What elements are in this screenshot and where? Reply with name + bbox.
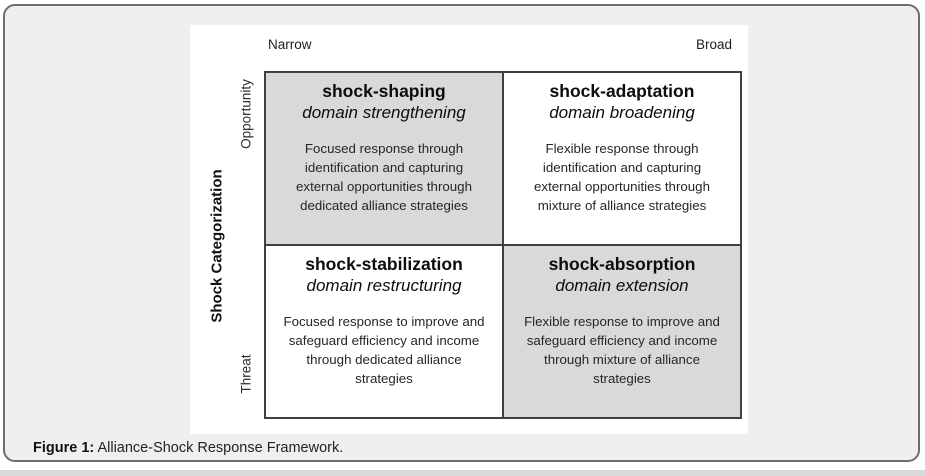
quadrant-subtitle: domain broadening [549,102,695,122]
quadrant-top-right: shock-adaptation domain broadening Flexi… [504,73,740,244]
framework-matrix: shock-shaping domain strengthening Focus… [264,71,742,419]
quadrant-top-left: shock-shaping domain strengthening Focus… [266,73,502,244]
x-axis-label-narrow: Narrow [268,37,312,52]
y-axis-label-threat: Threat [238,354,254,394]
page-bottom-divider [0,470,925,476]
figure-caption-text: Alliance-Shock Response Framework. [94,440,344,456]
quadrant-body: Focused response to improve and safeguar… [283,314,485,386]
quadrant-title: shock-stabilization [305,254,463,274]
quadrant-subtitle: domain restructuring [306,275,462,295]
y-axis-title: Shock Categorization [208,169,226,323]
quadrant-body: Flexible response to improve and safegua… [524,314,720,386]
figure-card: Narrow Broad Shock Categorization Opport… [3,4,920,462]
x-axis-label-broad: Broad [695,37,732,52]
quadrant-title: shock-absorption [548,254,696,274]
quadrant-title: shock-shaping [322,81,446,101]
figure-caption-label: Figure 1: [33,440,95,456]
quadrant-bottom-left: shock-stabilization domain restructuring… [266,246,502,417]
quadrant-title: shock-adaptation [549,81,695,101]
figure-caption: Figure 1: Alliance-Shock Response Framew… [33,440,343,456]
quadrant-body: Focused response through identification … [296,141,472,213]
quadrant-body: Flexible response through identification… [534,141,710,213]
quadrant-subtitle: domain strengthening [302,102,466,122]
y-axis-label-opportunity: Opportunity [238,79,254,149]
quadrant-subtitle: domain extension [555,275,689,295]
quadrant-bottom-right: shock-absorption domain extension Flexib… [504,246,740,417]
